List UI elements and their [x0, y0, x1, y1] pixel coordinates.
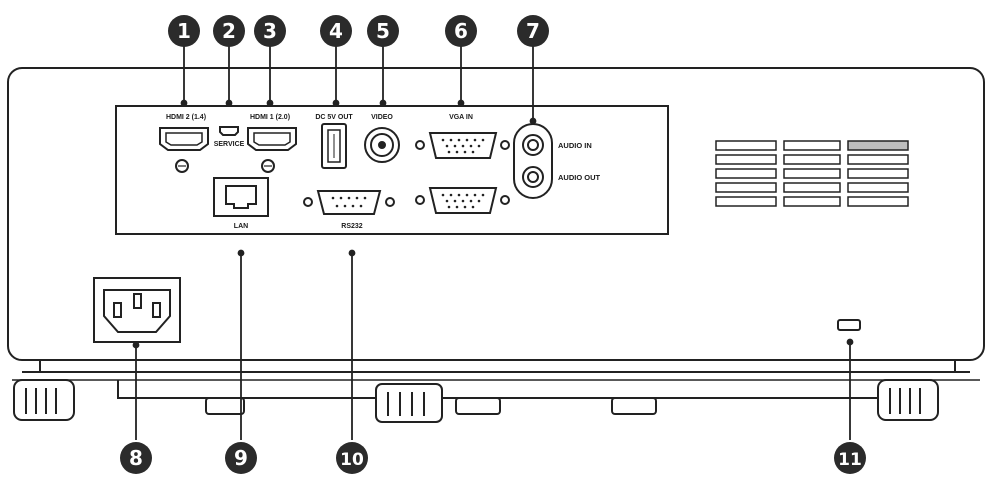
callout-11: 11 — [834, 442, 866, 474]
video-port — [364, 127, 400, 163]
audio-jacks — [513, 123, 553, 199]
svg-text:3: 3 — [263, 19, 277, 43]
svg-text:9: 9 — [234, 446, 248, 470]
callouts: 1 2 3 4 5 6 7 8 — [120, 15, 866, 474]
callout-2: 2 — [213, 15, 245, 47]
callout-1: 1 — [168, 15, 200, 47]
svg-text:4: 4 — [329, 19, 343, 43]
service-label: SERVICE — [214, 141, 245, 148]
rubber-pads — [205, 397, 657, 415]
hdmi-1-port — [247, 127, 297, 173]
vent-grille — [715, 140, 909, 207]
callout-10: 10 — [336, 442, 368, 474]
callout-7: 7 — [517, 15, 549, 47]
callout-6: 6 — [445, 15, 477, 47]
service-port — [219, 126, 239, 136]
vga-in-pins-1 — [441, 138, 485, 154]
dc-out-port — [321, 123, 347, 169]
rs232-port — [303, 190, 395, 215]
svg-text:7: 7 — [526, 19, 540, 43]
foot-right — [877, 379, 939, 421]
rs232-label: RS232 — [341, 223, 363, 230]
callout-9: 9 — [225, 442, 257, 474]
callout-8: 8 — [120, 442, 152, 474]
svg-text:8: 8 — [129, 446, 143, 470]
audio-out-label: AUDIO OUT — [558, 173, 601, 182]
svg-text:11: 11 — [838, 450, 862, 470]
lan-label: LAN — [234, 223, 248, 230]
foot-left — [13, 379, 75, 421]
vga-in-label: VGA IN — [449, 114, 473, 121]
callout-5: 5 — [367, 15, 399, 47]
svg-text:2: 2 — [222, 19, 236, 43]
security-slot — [837, 319, 861, 331]
video-label: VIDEO — [371, 114, 393, 121]
callout-3: 3 — [254, 15, 286, 47]
leader-lines — [132, 46, 854, 440]
foot-center — [375, 383, 443, 423]
lan-port — [213, 177, 269, 217]
hdmi-1-label: HDMI 1 (2.0) — [250, 114, 290, 121]
connector-panel — [115, 105, 669, 235]
svg-text:10: 10 — [340, 450, 364, 470]
audio-in-label: AUDIO IN — [558, 141, 592, 150]
base-plate — [117, 380, 901, 399]
hdmi-2-label: HDMI 2 (1.4) — [166, 114, 206, 121]
ac-power-inlet — [93, 277, 181, 343]
dc-out-label: DC 5V OUT — [315, 114, 353, 121]
svg-text:5: 5 — [376, 19, 390, 43]
vga-in-pins-2 — [441, 193, 485, 209]
svg-text:6: 6 — [454, 19, 468, 43]
hdmi-2-port — [159, 127, 209, 173]
rs232-pins — [331, 196, 367, 208]
svg-text:1: 1 — [177, 19, 191, 43]
callout-4: 4 — [320, 15, 352, 47]
